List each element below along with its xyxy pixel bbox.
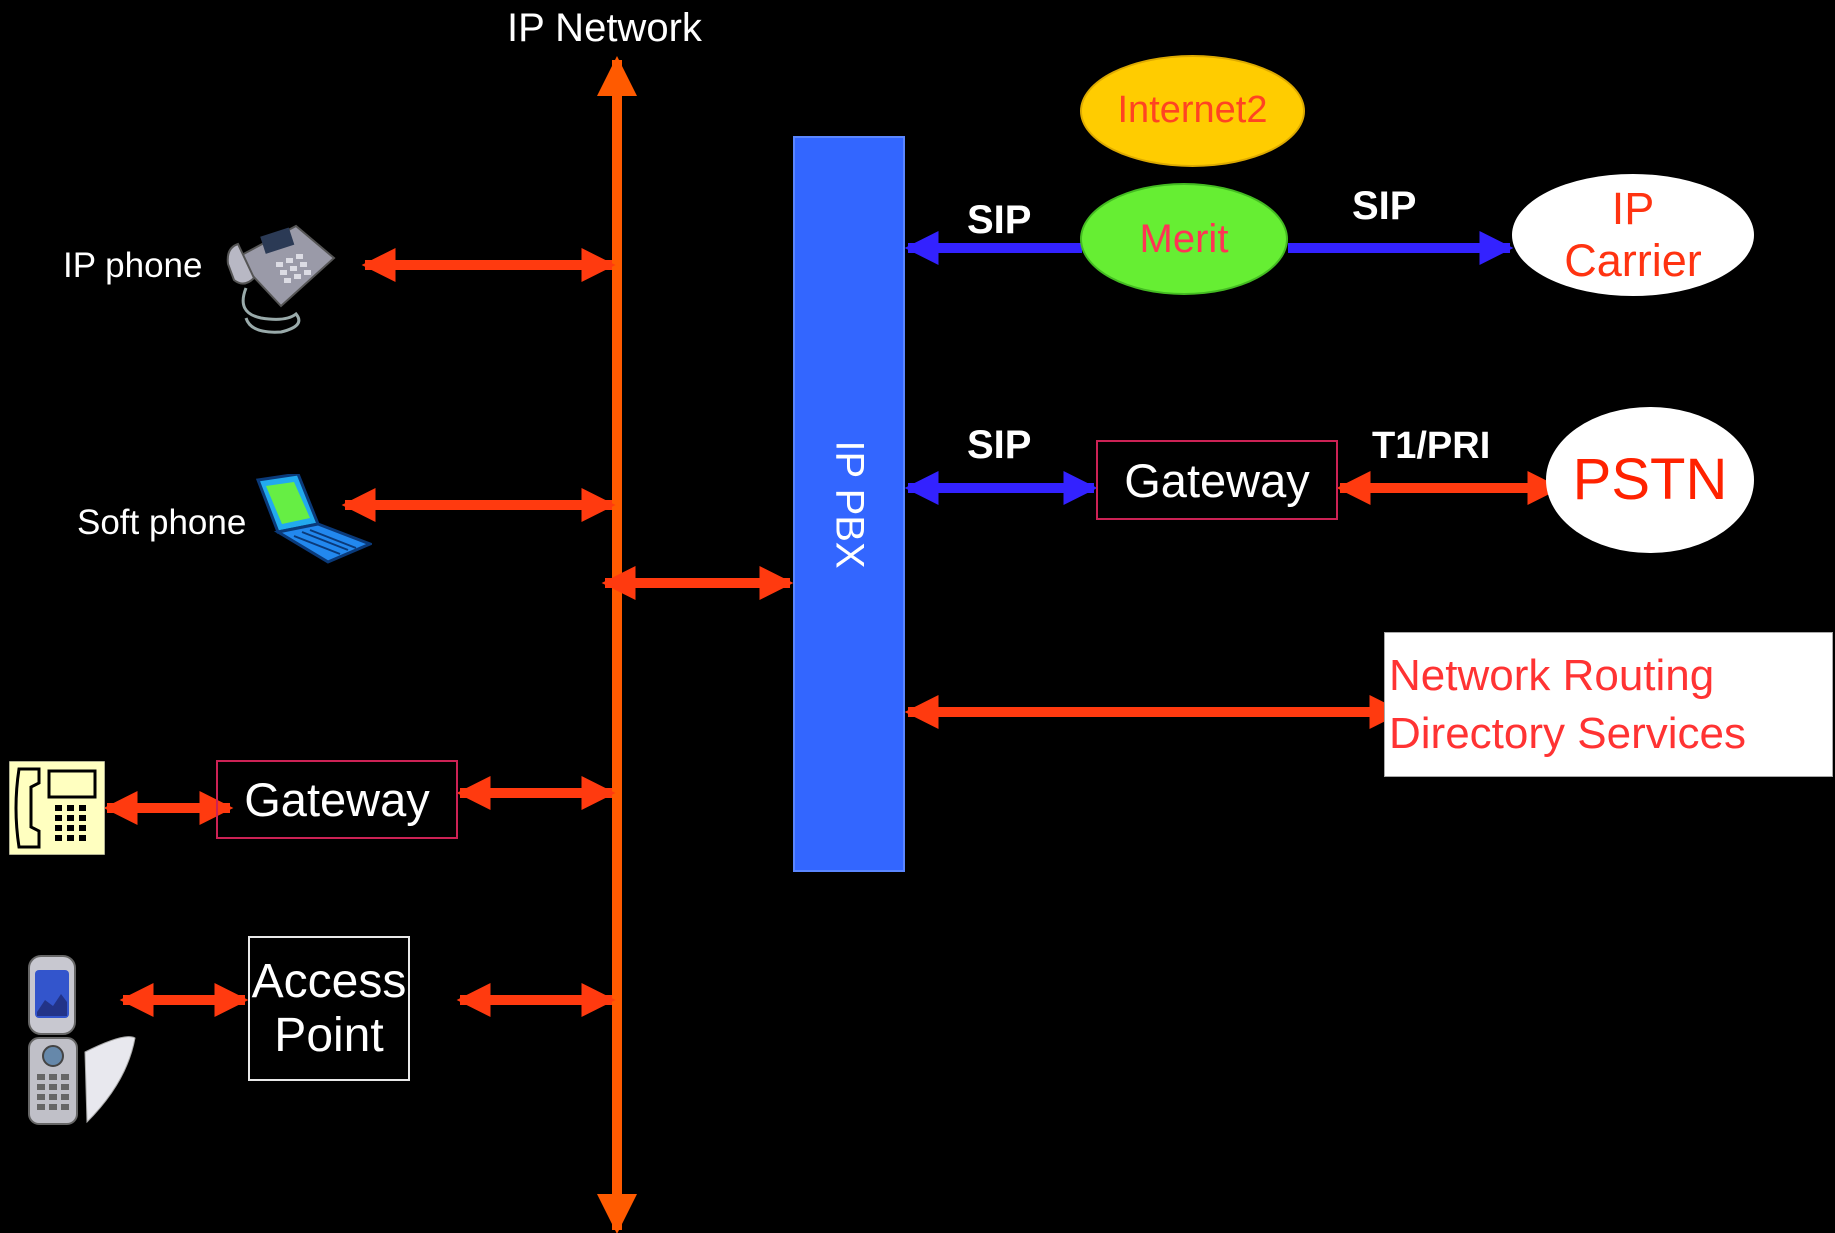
sip-merit-label: SIP: [967, 198, 1032, 242]
network-services-box: Network Routing Directory Services: [1384, 632, 1833, 777]
right-gateway-label: Gateway: [1124, 453, 1310, 507]
flip-phone-icon: [28, 955, 136, 1125]
t1-pri-label: T1/PRI: [1372, 425, 1491, 467]
laptop-icon: [255, 474, 372, 564]
access-point-label-line1: Access: [251, 954, 407, 1008]
internet2-label: Internet2: [1117, 89, 1268, 132]
left-gateway-label: Gateway: [244, 773, 430, 826]
ip-phone-label: IP phone: [63, 246, 203, 285]
ip-carrier-node: IP Carrier: [1512, 174, 1754, 296]
sip-carrier-label: SIP: [1352, 184, 1417, 228]
right-gateway-box: Gateway: [1096, 440, 1338, 520]
ip-pbx-label: IP PBX: [827, 439, 872, 569]
pstn-label: PSTN: [1572, 446, 1728, 512]
merit-node: Merit: [1080, 183, 1288, 295]
internet2-node: Internet2: [1080, 55, 1305, 167]
ip-network-title: IP Network: [507, 6, 702, 50]
network-routing-label: Network Routing: [1389, 651, 1715, 701]
directory-services-label: Directory Services: [1389, 708, 1746, 758]
sip-gateway-label: SIP: [967, 423, 1032, 467]
access-point-label-line2: Point: [274, 1008, 384, 1062]
pstn-node: PSTN: [1546, 407, 1754, 553]
desk-phone-icon: [226, 224, 336, 334]
ip-pbx-box: IP PBX: [793, 136, 905, 872]
ip-carrier-label-line2: Carrier: [1564, 235, 1702, 286]
access-point-box: Access Point: [248, 936, 410, 1081]
left-gateway-box: Gateway: [216, 760, 458, 839]
merit-label: Merit: [1139, 217, 1229, 261]
ip-carrier-label-line1: IP: [1611, 183, 1655, 235]
analog-phone-icon: [9, 761, 105, 855]
soft-phone-label: Soft phone: [77, 503, 247, 542]
